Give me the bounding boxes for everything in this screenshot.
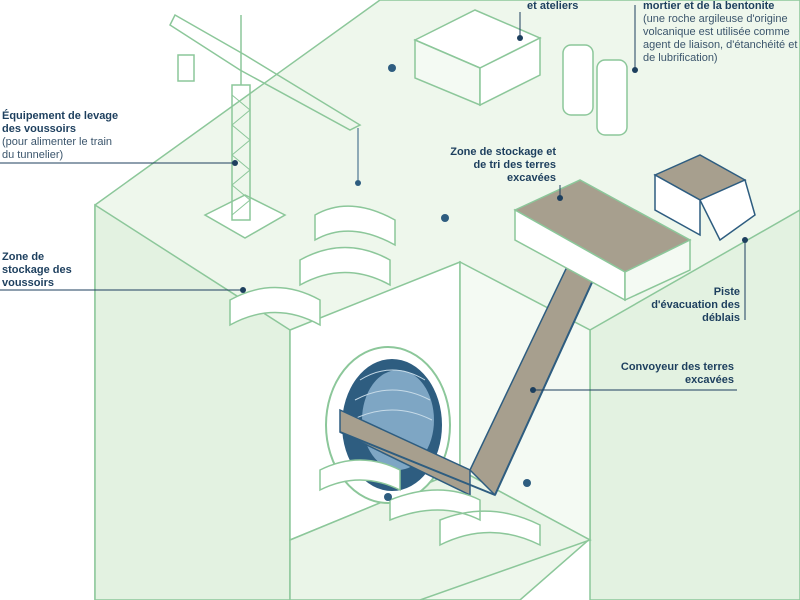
crane-counterweight [177, 54, 195, 82]
worker-icon [388, 64, 396, 72]
leader-dot [530, 387, 536, 393]
label-stockage-voussoirs-title: Zone de stockage des voussoirs [2, 251, 72, 289]
leader-dot [632, 67, 638, 73]
crane-hook [355, 180, 361, 186]
label-piste: Piste d'évacuation des déblais [648, 286, 740, 325]
label-ateliers-title: et ateliers [527, 0, 579, 12]
silo-right [596, 59, 628, 136]
leader-dot [240, 287, 246, 293]
label-mortier-subtitle: (une roche argileuse d'origine volcaniqu… [643, 13, 798, 64]
segment-stack-shaft [319, 459, 541, 547]
truck-side [654, 173, 701, 237]
label-convoyeur-title: Convoyeur des terres excavées [620, 361, 734, 386]
leader-dot [742, 237, 748, 243]
leader-dot [517, 35, 523, 41]
label-piste-title: Piste d'évacuation des déblais [651, 286, 740, 324]
silo-left [562, 44, 594, 116]
leader-dot [557, 195, 563, 201]
tunnel-ribs [351, 369, 433, 421]
label-levage: Équipement de levage des voussoirs (pour… [2, 110, 127, 162]
worker-icon [523, 479, 531, 487]
label-stockage-terres-title: Zone de stockage et de tri des terres ex… [450, 146, 556, 184]
crane-mast-lattice [231, 94, 251, 216]
site-office-right [479, 36, 541, 107]
label-stockage-voussoirs: Zone de stockage des voussoirs [2, 251, 92, 290]
crane-jib [169, 13, 362, 131]
truck-cab [698, 178, 756, 242]
label-mortier: mortier et de la bentonite (une roche ar… [643, 0, 798, 65]
label-levage-subtitle: (pour alimenter le train du tunnelier) [2, 136, 113, 161]
worker-icon [441, 214, 449, 222]
conveyor-belt-edge [339, 431, 496, 496]
label-levage-title: Équipement de levage des voussoirs [2, 110, 119, 135]
spoil-bin-side [624, 238, 691, 302]
label-ateliers: et ateliers [527, 0, 617, 13]
leader-dot [232, 160, 238, 166]
label-convoyeur: Convoyeur des terres excavées [618, 361, 734, 387]
label-mortier-title: mortier et de la bentonite [643, 0, 775, 12]
label-stockage-terres: Zone de stockage et de tri des terres ex… [436, 146, 556, 185]
segment-stack-surface [229, 205, 396, 327]
worker-icon [384, 493, 392, 501]
